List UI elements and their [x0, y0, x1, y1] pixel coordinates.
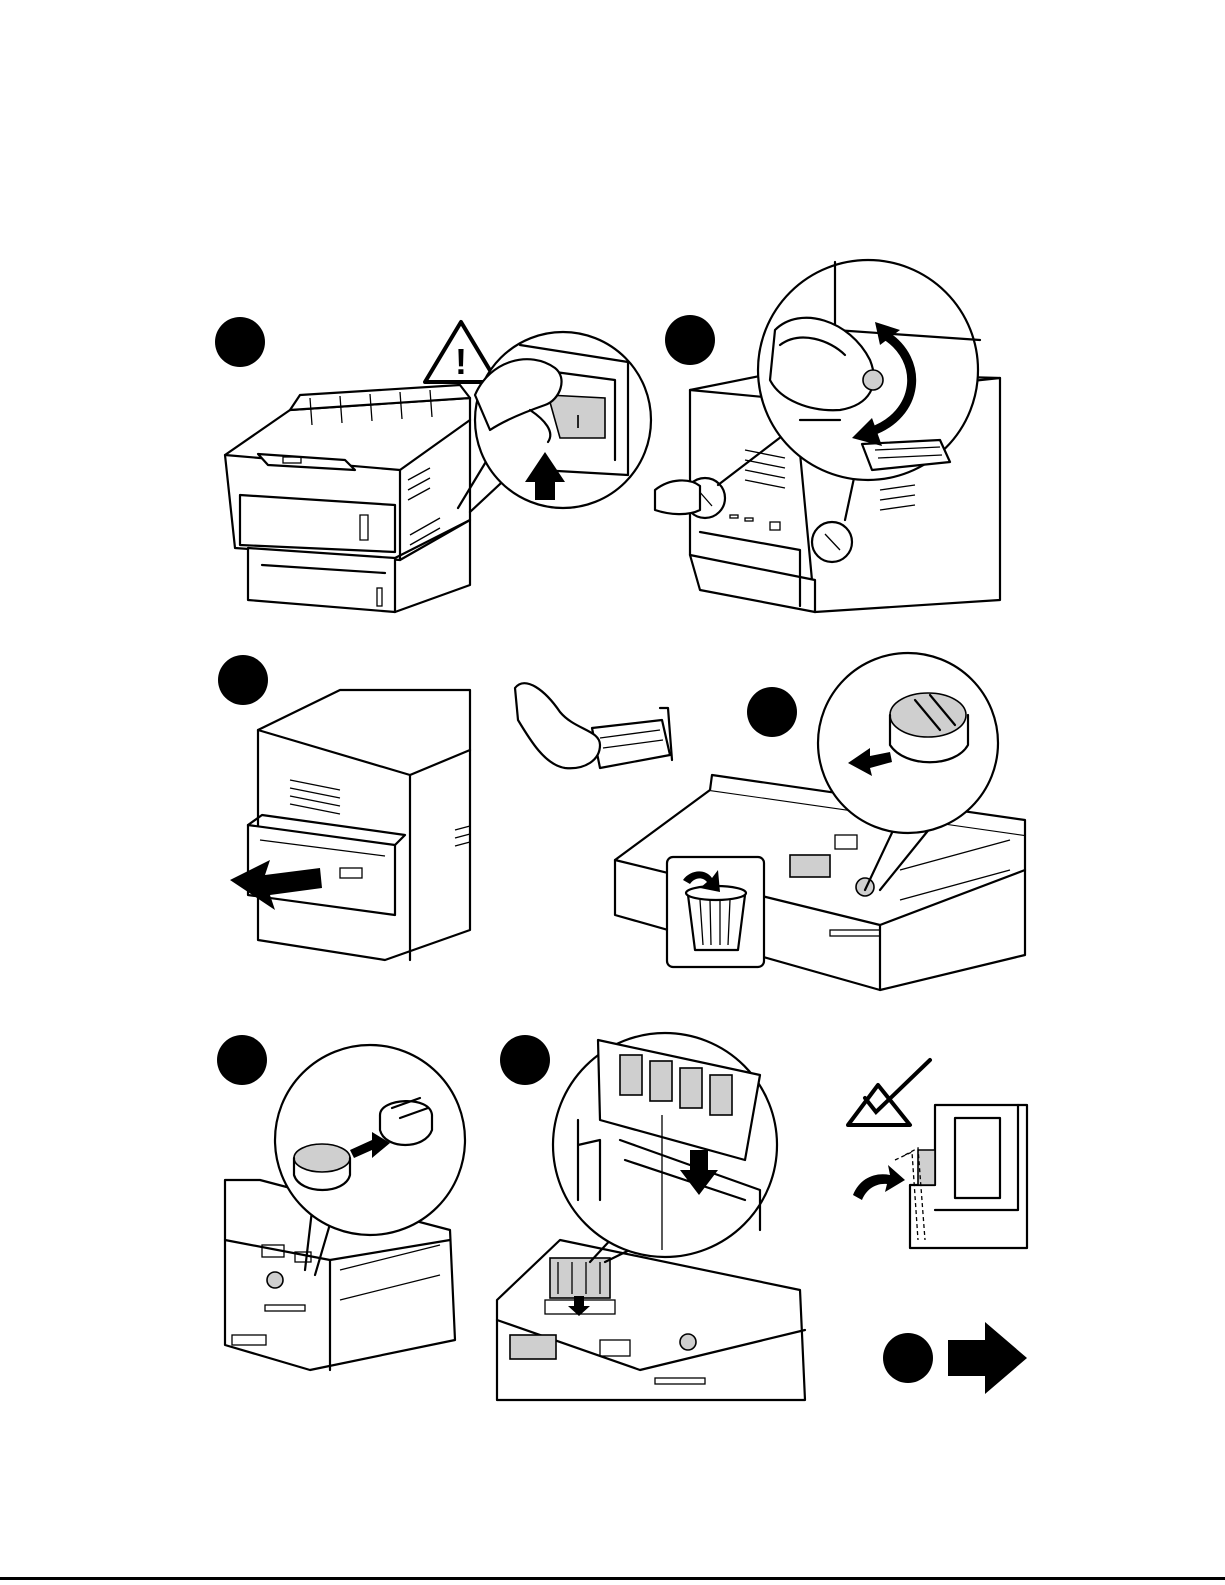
dispose-inset: [667, 857, 764, 967]
next-step-indicator: [883, 1322, 1027, 1394]
step-2-badge: [665, 315, 715, 365]
step-1-panel: ! I: [215, 317, 651, 612]
warning-triangle-icon: !: [425, 322, 497, 382]
latch-arrow-icon: [853, 1165, 905, 1200]
step-1-badge: [215, 317, 265, 367]
latch-note-panel: [848, 1060, 1027, 1248]
trash-bin-icon: [688, 895, 745, 950]
step-3-panel: [218, 655, 672, 960]
step-4-badge: [747, 687, 797, 737]
step-6-badge: [500, 1035, 550, 1085]
step-2-panel: [655, 260, 1000, 612]
board-memory-illustration: [497, 1240, 805, 1400]
board-removal-illustration: [230, 690, 470, 960]
memory-closeup: [553, 1033, 777, 1262]
step-6-panel: [497, 1033, 805, 1400]
power-switch-closeup: I: [458, 332, 651, 512]
next-arrow-icon: [948, 1322, 1027, 1394]
printer-front-illustration: [225, 385, 470, 612]
step-7-badge: [883, 1333, 933, 1383]
power-switch-label: I: [575, 412, 580, 432]
step-5-panel: [217, 1035, 465, 1370]
step-4-panel: [615, 653, 1025, 990]
warning-symbol: !: [455, 341, 467, 382]
step-3-badge: [218, 655, 268, 705]
check-triangle-icon: [848, 1060, 930, 1125]
page-bottom-rule: [0, 1577, 1225, 1580]
hand-with-board-illustration: [515, 683, 672, 768]
step-5-badge: [217, 1035, 267, 1085]
